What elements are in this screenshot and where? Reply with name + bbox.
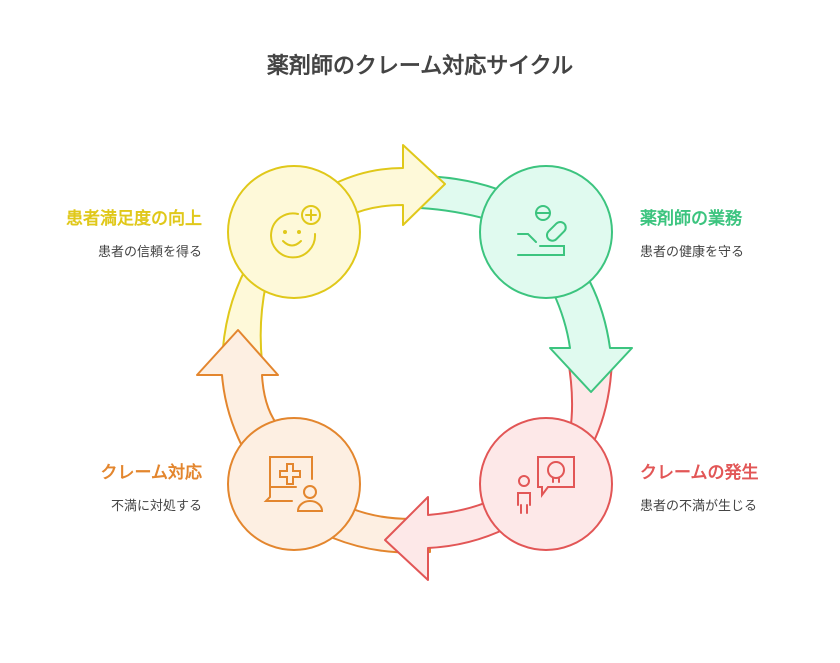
stage-heading-response: クレーム対応 [100,463,203,483]
yellow-arrow [335,144,446,226]
orange-arrow [196,329,281,447]
stage-desc-response: 不満に対処する [110,499,202,514]
red-arrow [384,496,508,581]
stage-heading-satisfaction: 患者満足度の向上 [66,209,202,229]
page-title: 薬剤師のクレーム対応サイクル [266,54,574,79]
stage-circle-duties [479,165,613,299]
stage-circle-complaint [479,417,613,551]
stage-desc-complaint: 患者の不満が生じる [640,499,758,514]
medical-chat-person-icon [263,456,324,512]
smiley-plus-icon [270,205,321,259]
person-skull-bubble-icon [517,456,575,514]
stage-desc-satisfaction: 患者の信頼を得る [97,245,202,260]
stage-heading-duties: 薬剤師の業務 [640,209,742,229]
stage-desc-duties: 患者の健康を守る [640,245,745,260]
stage-circle-satisfaction [227,165,361,299]
hand-pills-icon [517,205,567,256]
green-arrow [549,281,633,393]
stage-heading-complaint: クレームの発生 [640,463,759,483]
